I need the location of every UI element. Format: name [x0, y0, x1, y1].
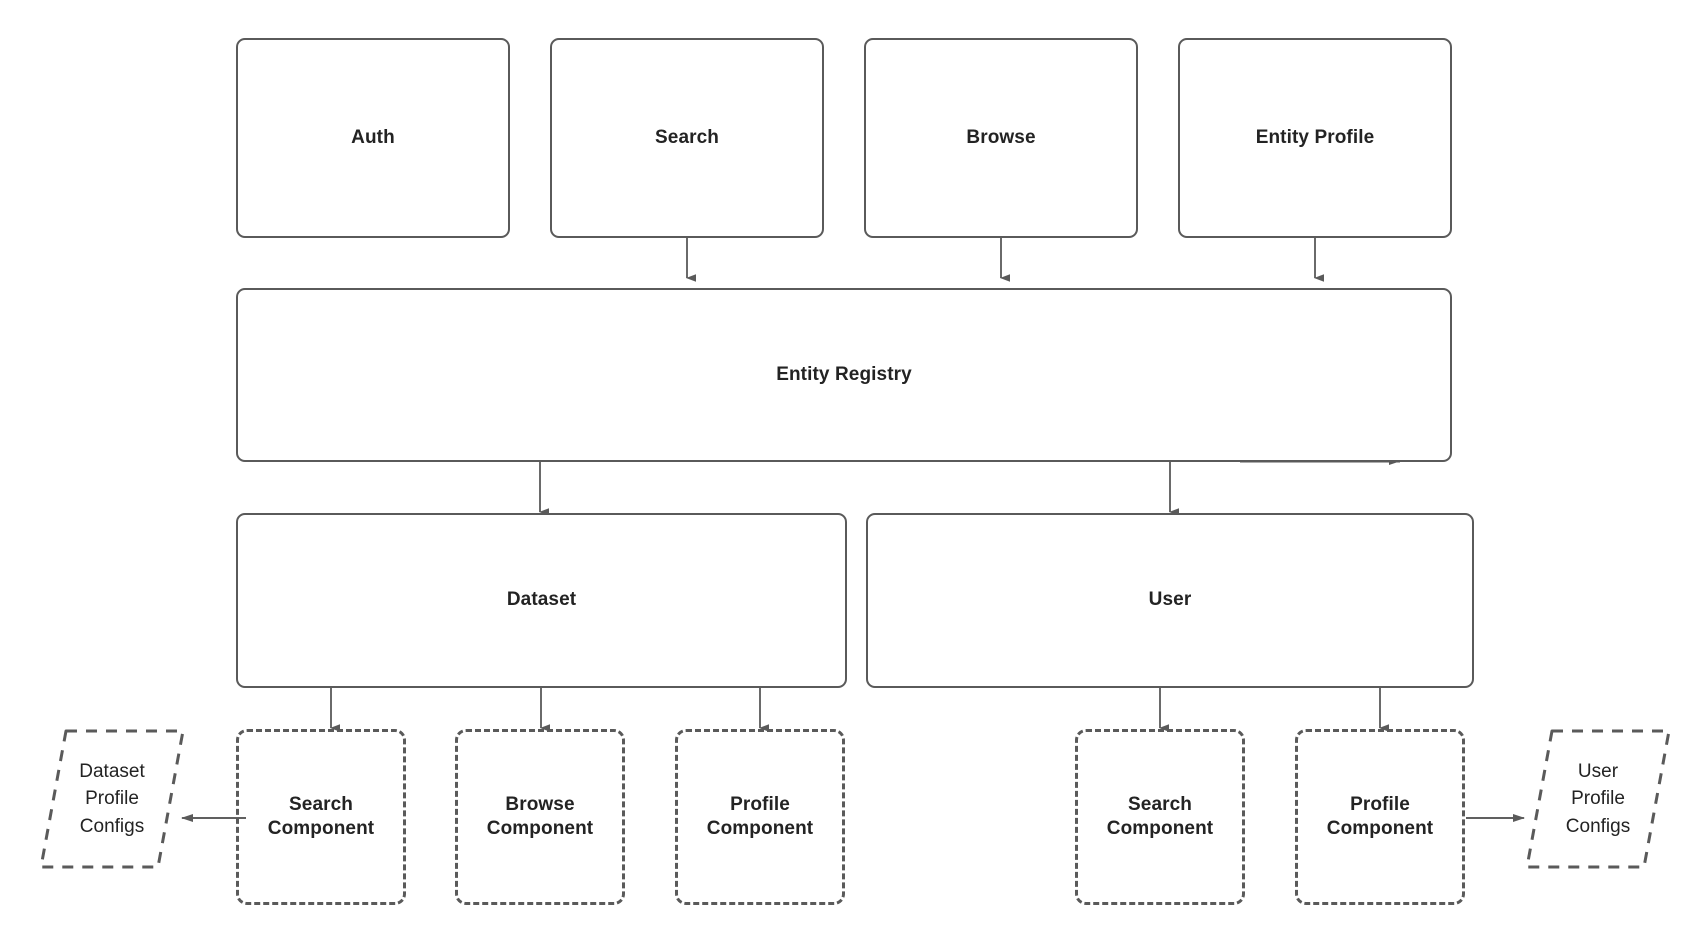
node-user-profile-configs[interactable]: User Profile Configs: [1524, 728, 1672, 870]
node-auth-label: Auth: [351, 126, 395, 148]
node-entity-registry[interactable]: Entity Registry: [236, 288, 1452, 462]
node-search[interactable]: Search: [550, 38, 824, 238]
node-browse-label: Browse: [966, 126, 1036, 148]
component-line-2: Component: [486, 818, 594, 839]
node-dataset-profile-configs[interactable]: Dataset Profile Configs: [38, 728, 186, 870]
component-line-1: Browse: [505, 793, 575, 815]
node-user[interactable]: User: [866, 513, 1474, 688]
node-dataset-browse-component-label: Browse Component: [487, 793, 593, 842]
node-dataset-profile-component[interactable]: Profile Component: [675, 729, 845, 905]
node-entity-registry-label: Entity Registry: [776, 363, 912, 385]
component-line-1: Search: [1128, 793, 1192, 815]
component-line-1: Profile: [1350, 793, 1410, 815]
node-dataset-label: Dataset: [506, 589, 577, 611]
component-line-1: Search: [289, 793, 353, 815]
node-browse[interactable]: Browse: [864, 38, 1138, 238]
node-dataset-profile-component-label: Profile Component: [707, 793, 813, 842]
node-entity-profile[interactable]: Entity Profile: [1178, 38, 1452, 238]
component-line-1: Profile: [730, 793, 790, 815]
component-line-2: Component: [706, 818, 814, 839]
user-profile-configs-shape: [1525, 729, 1671, 869]
node-user-search-component[interactable]: Search Component: [1075, 729, 1245, 905]
node-user-search-component-label: Search Component: [1107, 793, 1213, 842]
node-search-label: Search: [655, 126, 719, 148]
node-dataset[interactable]: Dataset: [236, 513, 847, 688]
node-dataset-browse-component[interactable]: Browse Component: [455, 729, 625, 905]
node-dataset-search-component[interactable]: Search Component: [236, 729, 406, 905]
node-user-profile-component-label: Profile Component: [1327, 793, 1433, 842]
component-line-2: Component: [1326, 818, 1434, 839]
node-user-label: User: [1148, 589, 1192, 611]
component-line-2: Component: [1106, 818, 1214, 839]
node-entity-profile-label: Entity Profile: [1255, 126, 1375, 148]
node-dataset-search-component-label: Search Component: [268, 793, 374, 842]
node-auth[interactable]: Auth: [236, 38, 510, 238]
component-line-2: Component: [267, 818, 375, 839]
node-user-profile-component[interactable]: Profile Component: [1295, 729, 1465, 905]
dataset-profile-configs-shape: [39, 729, 185, 869]
